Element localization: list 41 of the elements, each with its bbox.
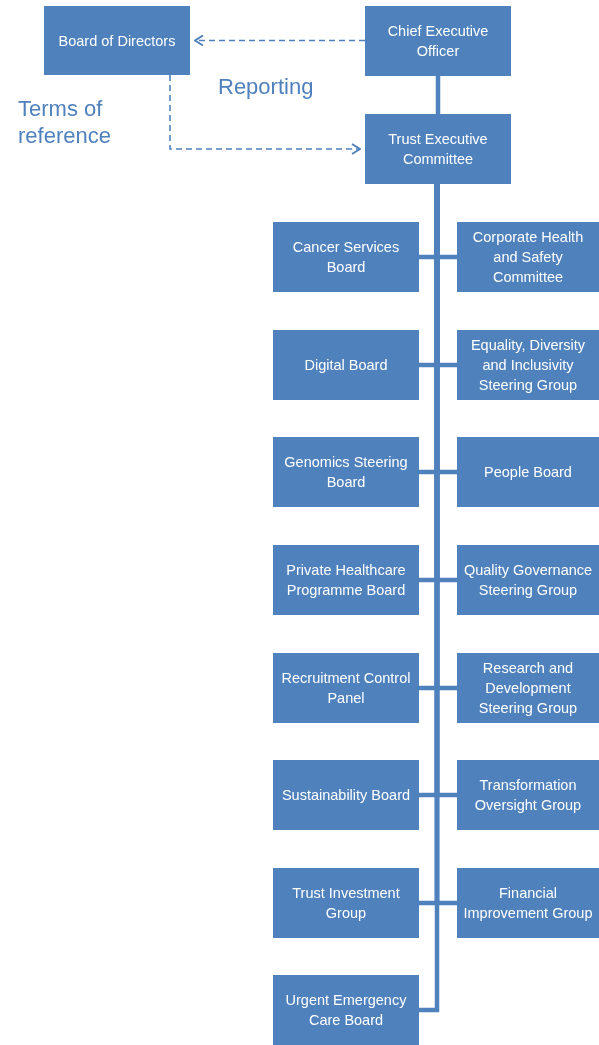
org-box <box>273 760 419 830</box>
annotation-text: Terms of reference <box>18 95 112 149</box>
box-label: Corporate Health and Safety Committee <box>471 228 585 287</box>
org-box <box>273 437 419 507</box>
org-box <box>44 6 190 75</box>
box-label: Transformation Oversight Group <box>473 776 583 815</box>
box-label: Genomics Steering Board <box>283 453 409 492</box>
org-box <box>457 545 599 615</box>
box-label: Cancer Services Board <box>291 238 401 277</box>
org-box <box>457 653 599 723</box>
annotation-text: Reporting <box>218 73 314 100</box>
box-label: Trust Investment Group <box>291 884 401 923</box>
box-label: Financial Improvement Group <box>462 884 594 923</box>
org-box <box>457 868 599 938</box>
org-box <box>273 545 419 615</box>
box-label: Chief Executive Officer <box>386 22 490 61</box>
org-box <box>457 222 599 292</box>
box-label: Trust Executive Committee <box>387 130 489 169</box>
org-box <box>365 114 511 184</box>
box-label: Board of Directors <box>58 31 176 51</box>
box-label: Private Healthcare Programme Board <box>285 561 407 600</box>
org-box <box>457 760 599 830</box>
arrow <box>169 74 361 155</box>
box-label: Sustainability Board <box>281 786 411 805</box>
box-label: Urgent Emergency Care Board <box>284 991 408 1030</box>
box-label: Quality Governance Steering Group <box>462 561 594 600</box>
connector-line <box>435 76 441 114</box>
arrow <box>194 34 366 47</box>
org-box <box>273 330 419 400</box>
org-box <box>365 6 511 76</box>
org-box <box>273 222 419 292</box>
box-label: Equality, Diversity and Inclusivity Steering Group <box>469 336 587 395</box>
org-box <box>273 653 419 723</box>
box-label: Recruitment Control Panel <box>280 669 412 708</box>
box-label: Digital Board <box>304 356 388 375</box>
org-box <box>273 975 419 1045</box>
box-label: People Board <box>484 463 572 482</box>
org-box <box>457 437 599 507</box>
org-box <box>457 330 599 400</box>
org-box <box>273 868 419 938</box>
box-label: Research and Development Steering Group <box>477 659 579 718</box>
